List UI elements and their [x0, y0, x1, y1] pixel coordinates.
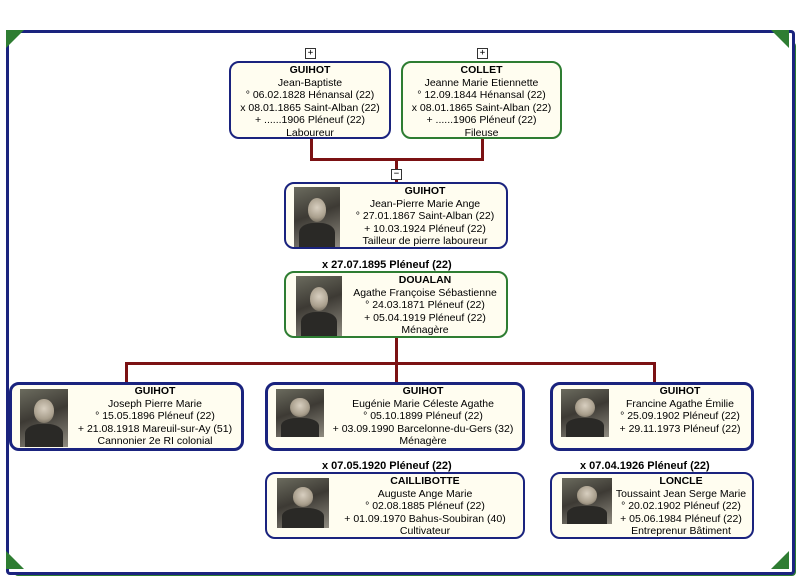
- death-info: + 01.09.1970 Bahus-Soubiran (40): [344, 512, 506, 525]
- given-name: Agathe Françoise Sébastienne: [353, 286, 497, 299]
- given-name: Jeanne Marie Etiennette: [424, 76, 539, 89]
- given-name: Francine Agathe Émilie: [626, 397, 734, 410]
- surname: GUIHOT: [402, 385, 444, 397]
- expand-paternal-grandmother-toggle[interactable]: +: [477, 48, 488, 59]
- children-link-bar: [125, 362, 656, 365]
- surname: GUIHOT: [289, 64, 331, 76]
- child1-link: [125, 362, 128, 383]
- portrait-photo: [276, 389, 324, 437]
- birth-info: ° 25.09.1902 Pléneuf (22): [620, 410, 740, 422]
- occupation: Tailleur de pierre laboureur: [362, 235, 488, 247]
- death-info: + 29.11.1973 Pléneuf (22): [619, 422, 741, 435]
- birth-info: ° 24.03.1871 Pléneuf (22): [365, 299, 485, 311]
- portrait-photo: [296, 276, 342, 336]
- surname: GUIHOT: [134, 385, 176, 397]
- person-card-father[interactable]: GUIHOT Jean-Pierre Marie Ange ° 27.01.18…: [284, 182, 508, 249]
- expand-paternal-grandfather-toggle[interactable]: +: [305, 48, 316, 59]
- given-name: Jean-Pierre Marie Ange: [369, 197, 481, 210]
- portrait-photo: [277, 478, 329, 528]
- occupation: Ménagère: [401, 324, 449, 336]
- given-name: Eugénie Marie Céleste Agathe: [352, 397, 494, 410]
- birth-info: ° 27.01.1867 Saint-Alban (22): [355, 210, 495, 222]
- birth-info: ° 05.10.1899 Pléneuf (22): [363, 410, 483, 422]
- person-card-child-joseph[interactable]: GUIHOT Joseph Pierre Marie ° 15.05.1896 …: [9, 382, 244, 451]
- portrait-photo: [561, 389, 609, 437]
- child2-link: [395, 362, 398, 383]
- surname: GUIHOT: [659, 385, 701, 397]
- marriage-info: x 08.01.1865 Saint-Alban (22): [240, 101, 380, 114]
- portrait-photo: [20, 389, 68, 447]
- child3-marriage-label: x 07.04.1926 Pléneuf (22): [580, 460, 710, 472]
- portrait-photo: [562, 478, 612, 524]
- children-link-stem: [395, 338, 398, 364]
- occupation: Entreprenur Bâtiment: [631, 525, 731, 537]
- birth-info: ° 12.09.1844 Hénansal (22): [417, 89, 546, 101]
- child2-marriage-label: x 07.05.1920 Pléneuf (22): [322, 460, 452, 472]
- surname: GUIHOT: [404, 185, 446, 197]
- person-card-spouse-loncle[interactable]: LONCLE Toussaint Jean Serge Marie ° 20.0…: [550, 472, 754, 539]
- birth-info: ° 20.02.1902 Pléneuf (22): [621, 500, 741, 512]
- given-name: Jean-Baptiste: [277, 76, 343, 89]
- person-card-child-francine[interactable]: GUIHOT Francine Agathe Émilie ° 25.09.19…: [550, 382, 754, 451]
- person-card-paternal-grandmother[interactable]: COLLET Jeanne Marie Etiennette ° 12.09.1…: [401, 61, 562, 139]
- birth-info: ° 15.05.1896 Pléneuf (22): [95, 410, 215, 422]
- grandparents-link-right: [481, 139, 484, 161]
- person-card-paternal-grandfather[interactable]: GUIHOT Jean-Baptiste ° 06.02.1828 Hénans…: [229, 61, 391, 139]
- parents-marriage-label: x 27.07.1895 Pléneuf (22): [322, 259, 452, 271]
- surname: DOUALAN: [398, 274, 452, 286]
- death-info: + ......1906 Pléneuf (22): [426, 114, 537, 126]
- person-card-child-eugenie[interactable]: GUIHOT Eugénie Marie Céleste Agathe ° 05…: [265, 382, 525, 451]
- person-card-spouse-caillibotte[interactable]: CAILLIBOTTE Auguste Ange Marie ° 02.08.1…: [265, 472, 525, 539]
- death-info: + 10.03.1924 Pléneuf (22): [364, 222, 486, 235]
- given-name: Joseph Pierre Marie: [108, 397, 202, 410]
- occupation: Laboureur: [286, 126, 334, 139]
- death-info: + 21.08.1918 Mareuil-sur-Ay (51): [77, 422, 233, 435]
- collapse-father-toggle[interactable]: −: [391, 169, 402, 180]
- death-info: + 05.04.1919 Pléneuf (22): [364, 311, 486, 324]
- occupation: Cultivateur: [399, 525, 451, 537]
- given-name: Auguste Ange Marie: [377, 487, 473, 500]
- surname: CAILLIBOTTE: [390, 475, 460, 487]
- occupation: Ménagère: [399, 435, 447, 447]
- occupation: Fileuse: [464, 126, 499, 139]
- death-info: + ......1906 Pléneuf (22): [254, 114, 366, 126]
- surname: LONCLE: [659, 475, 703, 487]
- given-name: Toussaint Jean Serge Marie: [615, 487, 747, 500]
- occupation: Cannonier 2e RI colonial: [97, 435, 213, 447]
- grandparents-link-left: [310, 139, 313, 161]
- birth-info: ° 02.08.1885 Pléneuf (22): [365, 500, 485, 512]
- marriage-info: x 08.01.1865 Saint-Alban (22): [411, 101, 552, 114]
- death-info: + 05.06.1984 Pléneuf (22): [620, 512, 742, 525]
- person-card-mother[interactable]: DOUALAN Agathe Françoise Sébastienne ° 2…: [284, 271, 508, 338]
- surname: COLLET: [460, 64, 503, 76]
- birth-info: ° 06.02.1828 Hénansal (22): [245, 89, 375, 101]
- death-info: + 03.09.1990 Barcelonne-du-Gers (32): [332, 422, 514, 435]
- portrait-photo: [294, 187, 340, 247]
- child3-link: [653, 362, 656, 383]
